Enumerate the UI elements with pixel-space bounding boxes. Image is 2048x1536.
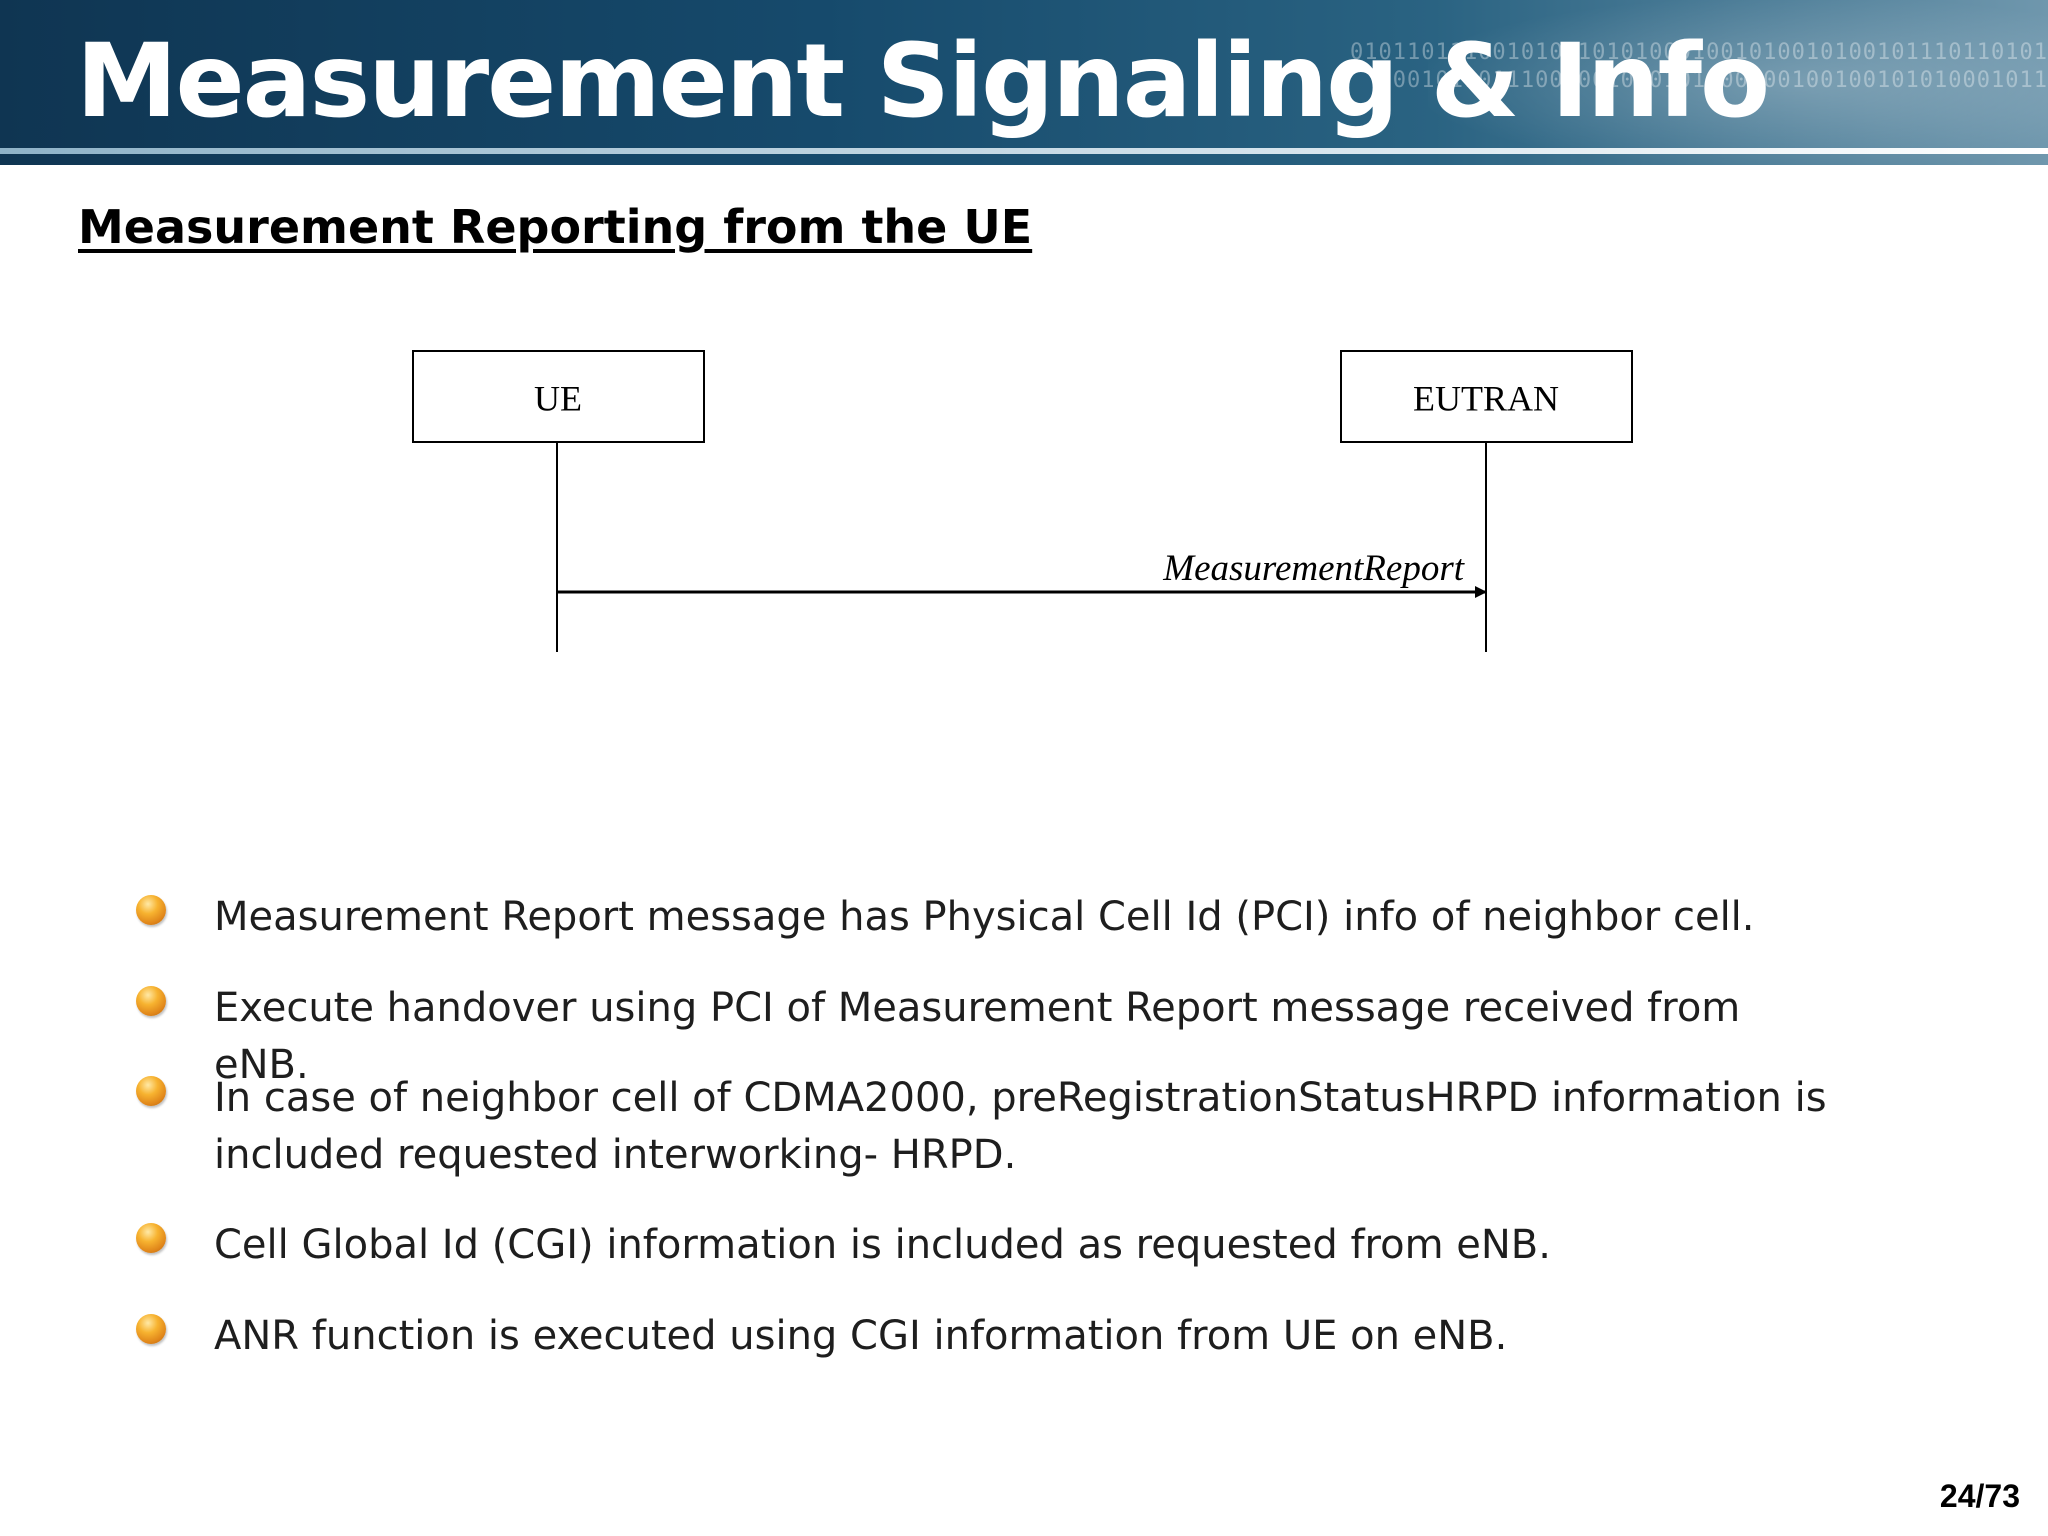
bullet-text: Measurement Report message has Physical … <box>214 894 1755 940</box>
header-divider <box>0 148 2048 154</box>
slide-header: 0101101110010100101010001001010010100101… <box>0 0 2048 165</box>
entity-ue-label: UE <box>534 378 582 418</box>
bullet-icon <box>136 986 166 1016</box>
bullet-text: Execute handover using PCI of Measuremen… <box>214 985 1741 1088</box>
binary-decoration: 0101101110010100101010001001010010100101… <box>1349 40 2048 65</box>
page-number: 24/73 <box>1939 1478 2020 1514</box>
bullet-text: ANR function is executed using CGI infor… <box>214 1313 1508 1359</box>
bullet-icon <box>136 1223 166 1253</box>
binary-decoration: 1001011011100100101010100010010010010101… <box>1378 68 2048 93</box>
slide-title: Measurement Signaling & Info <box>76 22 1770 141</box>
bullet-text: In case of neighbor cell of CDMA2000, pr… <box>214 1075 1827 1178</box>
section-subtitle: Measurement Reporting from the UE <box>78 200 1033 254</box>
bullet-icon <box>136 895 166 925</box>
bullet-icon <box>136 1076 166 1106</box>
entity-eutran: EUTRAN <box>1340 350 1633 652</box>
bullet-text: Cell Global Id (CGI) information is incl… <box>214 1222 1551 1268</box>
entity-eutran-label: EUTRAN <box>1413 378 1559 418</box>
message-label: MeasurementReport <box>1162 548 1465 589</box>
bullet-icon <box>136 1314 166 1344</box>
entity-ue: UE <box>412 350 705 652</box>
message-measurement-report: MeasurementReport <box>557 548 1487 598</box>
world-map-decoration <box>1428 0 2048 165</box>
